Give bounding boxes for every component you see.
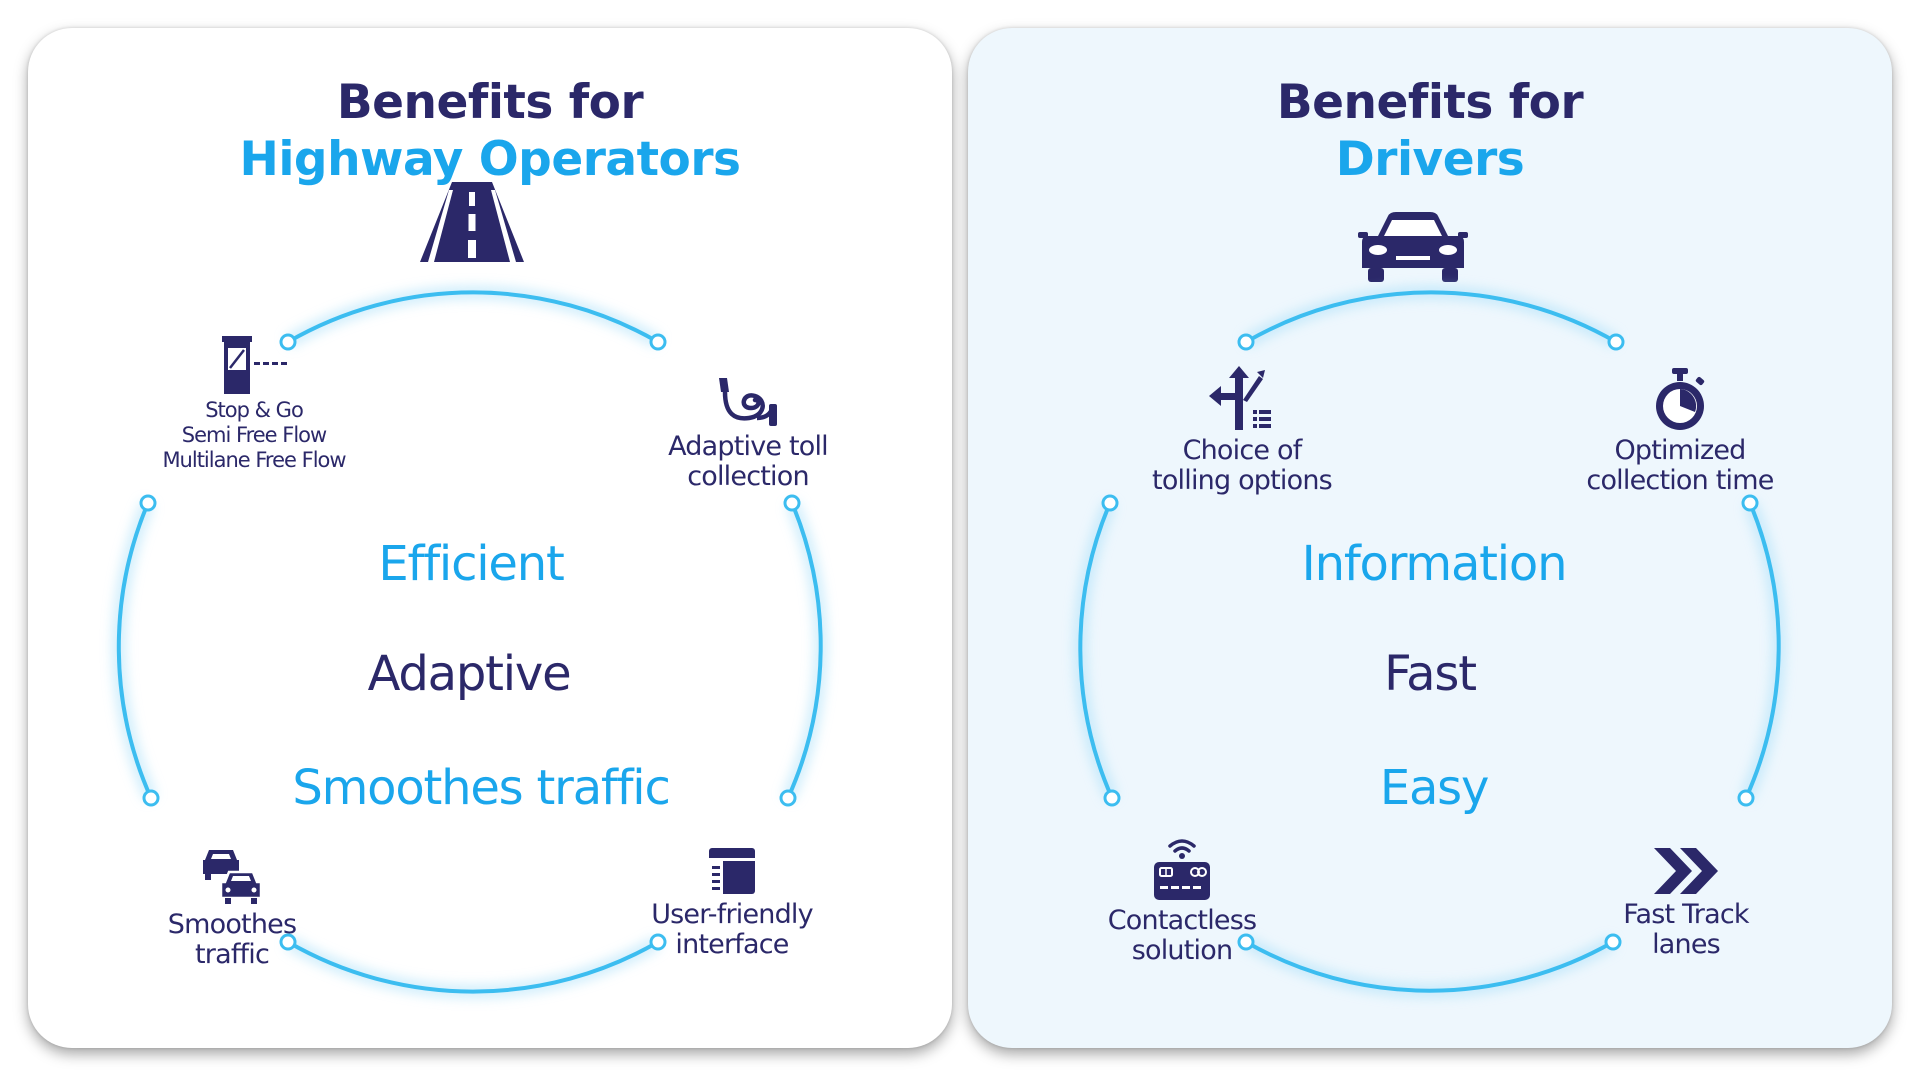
operators-ring-arc-bottom: [287, 940, 659, 994]
toll-barrier-icon: [222, 336, 287, 394]
road-signpost-icon: [1209, 366, 1271, 430]
operators-panel: Benefits for Highway Operators: [28, 28, 952, 1048]
drivers-title-line2: Drivers: [1335, 132, 1525, 187]
operators-node-stop-go: Stop & Go Semi Free Flow Multilane Free …: [124, 334, 384, 473]
operators-ring-arc-right: [786, 502, 823, 799]
cars-queue-icon: [203, 850, 263, 904]
interface-panel-icon: [709, 848, 755, 894]
drivers-ring-arc-top: [1245, 290, 1617, 344]
operators-node-stop-go-label: Stop & Go Semi Free Flow Multilane Free …: [162, 398, 346, 472]
operators-node-user-friendly-label: User-friendly interface: [651, 899, 813, 960]
operators-ring-arc-left: [116, 502, 153, 799]
double-chevron-icon: [1654, 848, 1718, 894]
operators-title: Benefits for Highway Operators: [28, 74, 952, 188]
highway-road-icon: [420, 182, 524, 262]
operators-keyword-adaptive: Adaptive: [367, 646, 572, 702]
drivers-title: Benefits for Drivers: [968, 74, 1892, 188]
drivers-keyword-easy: Easy: [1379, 760, 1490, 816]
drivers-ring-arc-right: [1744, 502, 1781, 799]
stopwatch-icon: [1656, 368, 1705, 430]
drivers-benefit-ring: [1074, 286, 1785, 997]
contactless-card-icon: [1154, 839, 1210, 900]
operators-keyword-efficient: Efficient: [378, 536, 564, 592]
drivers-ring-arc-bottom: [1245, 940, 1614, 993]
operators-benefit-ring: [112, 286, 827, 998]
drivers-node-tolling-options-label: Choice of tolling options: [1152, 435, 1333, 496]
drivers-node-contactless-label: Contactless solution: [1107, 905, 1257, 966]
drivers-node-tolling-options: Choice of tolling options: [1112, 366, 1372, 496]
operators-ring-arc-top: [287, 290, 659, 344]
operators-keyword-smoothes-traffic: Smoothes traffic: [292, 760, 670, 816]
drivers-node-collection-time-label: Optimized collection time: [1586, 435, 1774, 496]
drivers-node-contactless: Contactless solution: [1052, 834, 1312, 966]
toll-cable-icon: [719, 378, 777, 426]
car-front-icon: [1358, 212, 1468, 282]
drivers-keyword-information: Information: [1301, 536, 1568, 592]
operators-node-smoothes-traffic: Smoothes traffic: [102, 846, 362, 970]
drivers-node-fast-track: Fast Track lanes: [1556, 846, 1816, 960]
drivers-keyword-fast: Fast: [1384, 646, 1477, 702]
operators-title-line1: Benefits for: [336, 75, 644, 130]
operators-node-user-friendly: User-friendly interface: [602, 846, 862, 960]
operators-node-smoothes-traffic-label: Smoothes traffic: [167, 909, 297, 970]
drivers-node-fast-track-label: Fast Track lanes: [1623, 899, 1749, 960]
operators-node-adaptive-toll-label: Adaptive toll collection: [668, 431, 829, 492]
drivers-panel: Benefits for Drivers: [968, 28, 1892, 1048]
drivers-ring-arc-left: [1078, 502, 1114, 799]
drivers-node-collection-time: Optimized collection time: [1550, 368, 1810, 496]
drivers-title-line1: Benefits for: [1276, 75, 1584, 130]
operators-node-adaptive-toll: Adaptive toll collection: [618, 374, 878, 492]
operators-title-line2: Highway Operators: [239, 132, 741, 187]
